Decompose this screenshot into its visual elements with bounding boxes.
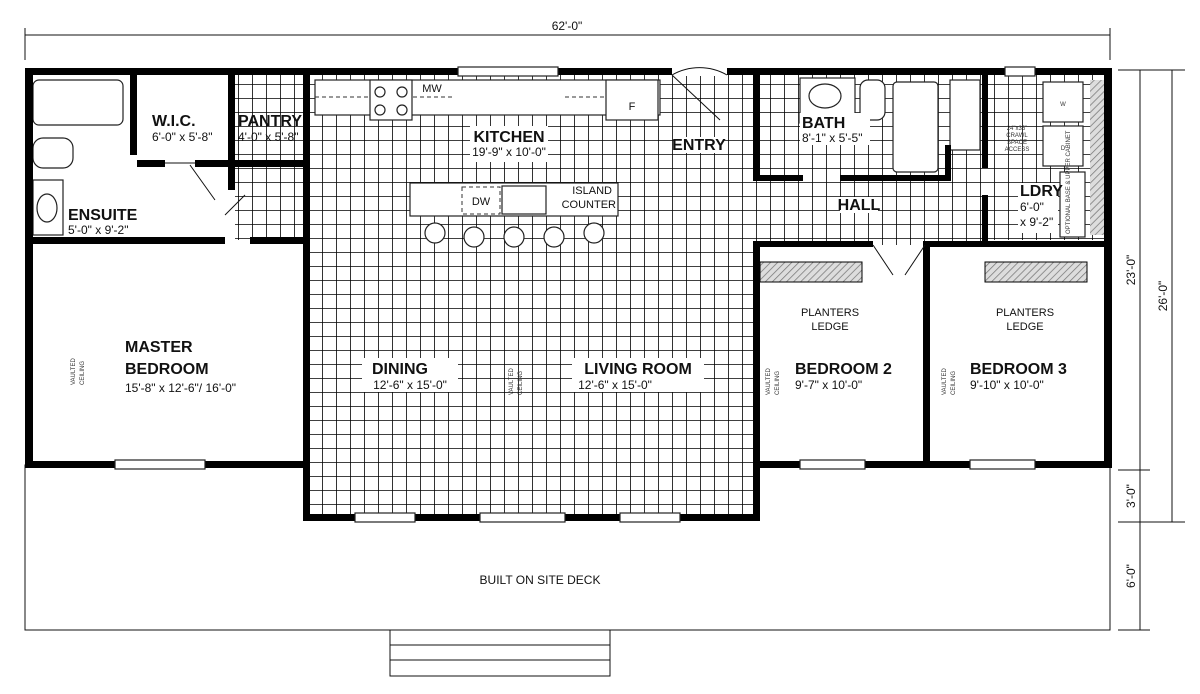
crawl-note-4: ACCESS	[1005, 147, 1030, 153]
laundry-name: LDRY	[1020, 183, 1063, 200]
pantry-name: PANTRY	[238, 113, 302, 130]
vaulted-master-2: CEILING	[80, 361, 86, 385]
bath-name: BATH	[802, 115, 845, 132]
dishwasher-label: DW	[472, 196, 491, 208]
vaulted-bed3-2: CEILING	[951, 371, 957, 395]
vaulted-living-1: VAULTED	[509, 368, 515, 395]
crawl-note-1: 24"x36"	[1007, 126, 1028, 132]
crawl-note-2: CRAWL	[1006, 133, 1028, 139]
dryer-label: D	[1061, 146, 1066, 152]
entry-name: ENTRY	[672, 137, 726, 154]
total-depth: 26'-0"	[1156, 281, 1170, 312]
dining-size: 12'-6" x 15'-0"	[373, 378, 447, 392]
dryer	[1042, 125, 1084, 167]
deck-label: BUILT ON SITE DECK	[480, 573, 601, 587]
ensuite-toilet	[32, 137, 74, 169]
wic-size: 6'-0" x 5'-8"	[152, 130, 212, 144]
bath-size: 8'-1" x 5'-5"	[802, 131, 862, 145]
planters-label-2: LEDGE	[811, 321, 848, 333]
hall-name: HALL	[838, 197, 881, 214]
bedroom3-name: BEDROOM 3	[970, 361, 1067, 378]
master-size: 15'-8" x 12'-6"/ 16'-0"	[125, 381, 236, 395]
cabinet-note: OPTIONAL BASE & UPPER CABINET	[1066, 130, 1072, 234]
fixtures: MW F DW ISLAND COUNTER W D OPTIONAL BASE…	[32, 77, 1105, 283]
vaulted-bed2-1: VAULTED	[766, 368, 772, 395]
ensuite-tub	[32, 79, 124, 126]
island-label-2: COUNTER	[562, 199, 616, 211]
washer-label: W	[1060, 102, 1066, 108]
bath-toilet	[859, 79, 886, 121]
planters-label-3: PLANTERS	[996, 307, 1054, 319]
dining-name: DINING	[372, 361, 428, 378]
vaulted-bed3-1: VAULTED	[942, 368, 948, 395]
windows	[114, 66, 1036, 523]
planters-label-4: LEDGE	[1006, 321, 1043, 333]
vaulted-master-1: VAULTED	[71, 358, 77, 385]
deck-depth: 6'-0"	[1124, 564, 1138, 588]
pantry-size: 4'-0" x 5'-8"	[238, 130, 298, 144]
kitchen-size: 19'-9" x 10'-0"	[472, 145, 546, 159]
ensuite-name: ENSUITE	[68, 207, 138, 224]
wic-name: W.I.C.	[152, 113, 196, 130]
fridge-label: F	[629, 101, 636, 113]
house-depth: 23'-0"	[1124, 255, 1138, 286]
living-size: 12'-6" x 15'-0"	[578, 378, 652, 392]
planters-label-1: PLANTERS	[801, 307, 859, 319]
laundry-size-2: x 9'-2"	[1020, 215, 1053, 229]
bump-depth: 3'-0"	[1124, 484, 1138, 508]
bar-stools	[424, 222, 605, 248]
ensuite-sink	[36, 193, 58, 223]
master-name-1: MASTER	[125, 339, 193, 356]
ensuite-size: 5'-0" x 9'-2"	[68, 223, 128, 237]
bedroom2-size: 9'-7" x 10'-0"	[795, 378, 862, 392]
laundry-size-1: 6'-0"	[1020, 200, 1044, 214]
overall-width: 62'-0"	[552, 19, 583, 33]
bath-tub	[892, 81, 939, 173]
microwave-label: MW	[422, 83, 442, 95]
bedroom2-name: BEDROOM 2	[795, 361, 892, 378]
dimension-lines: 62'-0" 23'-0" 26'-0" 3'-0" 6'-0"	[24, 19, 1185, 631]
island-label-1: ISLAND	[572, 185, 612, 197]
master-name-2: BEDROOM	[125, 361, 209, 378]
bath-sink	[808, 83, 842, 109]
fridge	[605, 79, 659, 121]
crawl-note-3: SPACE	[1007, 140, 1027, 146]
vaulted-bed2-2: CEILING	[775, 371, 781, 395]
living-name: LIVING ROOM	[584, 361, 692, 378]
room-labels: W.I.C. 6'-0" x 5'-8" PANTRY 4'-0" x 5'-8…	[68, 113, 1067, 395]
washer	[1042, 81, 1084, 123]
bedroom3-size: 9'-10" x 10'-0"	[970, 378, 1044, 392]
vaulted-living-2: CEILING	[518, 371, 524, 395]
kitchen-name: KITCHEN	[473, 129, 544, 146]
vaulted-notes: VAULTED CEILING VAULTED CEILING VAULTED …	[71, 358, 957, 395]
doors	[165, 67, 926, 276]
